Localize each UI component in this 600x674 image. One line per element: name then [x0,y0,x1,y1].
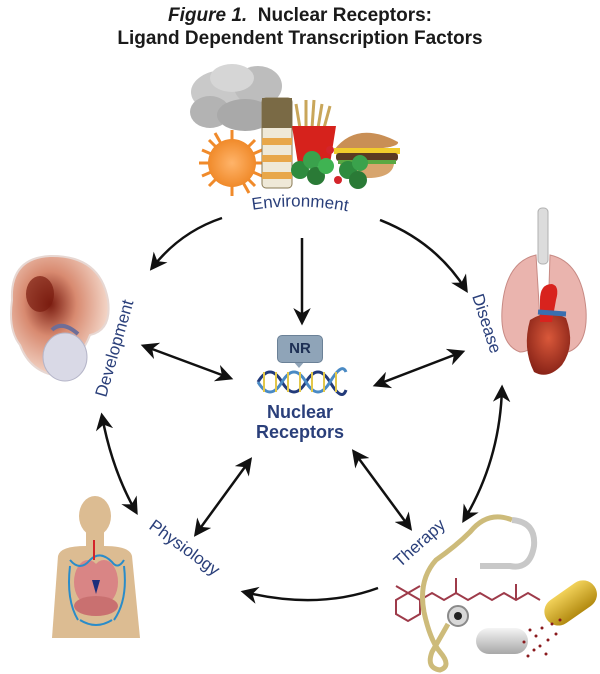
capsule-icon [476,580,597,658]
center-label-line1: Nuclear [266,402,334,422]
retinoid-molecule-icon [395,578,541,623]
node-label-disease: Disease [468,291,505,355]
stethoscope-pill-icon [395,514,597,673]
human-body-icon [52,496,140,638]
arrow-disease-therapy [462,384,511,524]
figure-title-main: Nuclear Receptors: [257,5,432,26]
arrow-therapy-to-physiology [240,586,379,604]
nr-badge: NR [277,335,323,363]
figure-title-line1: Figure 1. Nuclear Receptors: [0,4,600,27]
stethoscope-icon [420,514,538,673]
arrow-therapy-nuclear-receptors [351,449,413,531]
arrows [95,216,511,604]
smoke-cloud-icon [190,64,282,131]
embryo-icon [10,254,110,382]
arrow-disease-nuclear-receptors [372,348,466,389]
molecule-icon [291,146,368,189]
node-label-physiology: Physiology [146,516,224,580]
arrow-physiology-nuclear-receptors [193,457,253,537]
figure-number: Figure 1. [168,5,248,26]
arrow-development-nuclear-receptors [140,342,234,382]
fries-icon [292,99,336,164]
node-label-environment: Environment [250,191,350,215]
arrow-environment-to-development [149,216,223,271]
smokestack-icon [261,97,293,189]
sun-icon [199,130,265,196]
center-label-line2: Receptors [255,422,345,442]
arrow-environment-to-disease [379,218,468,293]
heart-lungs-icon [501,207,587,375]
environment-pollutants-food-icon [190,64,400,196]
node-label-therapy: Therapy [390,515,449,571]
figure-title-line2: Ligand Dependent Transcription Factors [117,28,483,49]
arrow-development-physiology [95,412,138,516]
dna-helix-icon [256,361,348,396]
